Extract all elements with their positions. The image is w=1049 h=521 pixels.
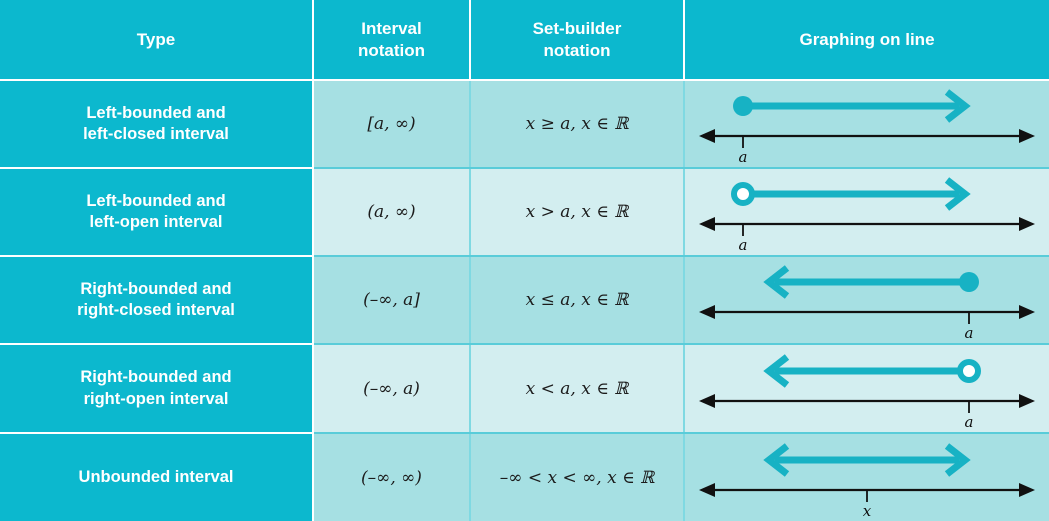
- row-type-label: Left-bounded and left-open interval: [0, 168, 314, 257]
- axis-tick-label: a: [739, 236, 748, 252]
- interval-ray-arrowhead-left-icon: [763, 353, 790, 388]
- axis-arrowhead-right-icon: [1019, 129, 1035, 143]
- row-set-builder-notation: x > a, x ∈ ℝ: [470, 168, 685, 257]
- header-interval-notation-line1: Interval: [361, 19, 422, 39]
- open-endpoint-circle-icon: [957, 358, 981, 383]
- header-graphing-on-line: Graphing on line: [684, 0, 1049, 81]
- row-type-line2: right-closed interval: [77, 301, 235, 319]
- table-body: Left-bounded and left-closed interval [a…: [0, 80, 1049, 521]
- axis-arrowhead-left-icon: [699, 217, 715, 231]
- row-set-builder-notation: –∞ < x < ∞, x ∈ ℝ: [470, 433, 685, 521]
- header-set-builder-notation: Set-builder notation: [470, 0, 685, 81]
- row-type-line1: Right-bounded and: [80, 368, 232, 387]
- number-line-open-ray-right-icon: a: [699, 177, 1035, 252]
- interval-ray-arrowhead-right-icon: [944, 177, 971, 211]
- table-row: Right-bounded and right-open interval (–…: [0, 344, 1049, 434]
- row-number-line-graph: x: [684, 433, 1049, 521]
- header-interval-notation: Interval notation: [313, 0, 471, 81]
- table-header: Type Interval notation Set-builder notat…: [0, 0, 1049, 81]
- axis-arrowhead-right-icon: [1019, 305, 1035, 319]
- row-type-line2: left-closed interval: [83, 125, 229, 143]
- closed-endpoint-dot-icon: [733, 96, 753, 116]
- table-row: Left-bounded and left-open interval (a, …: [0, 168, 1049, 257]
- axis-tick-label: x: [863, 502, 872, 518]
- row-set-builder-notation: x < a, x ∈ ℝ: [470, 344, 685, 434]
- axis-arrowhead-right-icon: [1019, 217, 1035, 231]
- number-line-double-arrow-icon: x: [699, 442, 1035, 518]
- row-type-label: Left-bounded and left-closed interval: [0, 80, 314, 169]
- interval-ray-arrowhead-left-icon: [763, 265, 790, 299]
- row-number-line-graph: a: [684, 168, 1049, 257]
- closed-endpoint-dot-icon: [959, 272, 979, 292]
- row-number-line-graph: a: [684, 256, 1049, 345]
- number-line-closed-ray-left-icon: a: [699, 265, 1035, 340]
- row-type-line2: left-open interval: [89, 213, 223, 231]
- number-line-open-ray-left-icon: a: [699, 353, 1035, 429]
- axis-tick-label: a: [965, 413, 974, 429]
- axis-arrowhead-left-icon: [699, 305, 715, 319]
- row-interval-notation: (–∞, ∞): [313, 433, 471, 521]
- table-row: Unbounded interval (–∞, ∞) –∞ < x < ∞, x…: [0, 433, 1049, 521]
- interval-ray-arrowhead-right-icon: [944, 442, 971, 477]
- table-row: Right-bounded and right-closed interval …: [0, 256, 1049, 345]
- axis-tick-label: a: [739, 148, 748, 164]
- axis-tick-label: a: [965, 324, 974, 340]
- header-set-builder-notation-line2: notation: [543, 40, 611, 60]
- interval-ray-arrowhead-left-icon: [763, 442, 790, 477]
- header-row: Type Interval notation Set-builder notat…: [0, 0, 1049, 81]
- interval-ray-arrowhead-right-icon: [944, 89, 971, 123]
- row-number-line-graph: a: [684, 80, 1049, 169]
- header-set-builder-notation-line1: Set-builder: [532, 19, 622, 39]
- row-type-label: Unbounded interval: [0, 433, 314, 521]
- row-type-line1: Left-bounded and: [86, 103, 226, 122]
- axis-arrowhead-left-icon: [699, 393, 715, 408]
- row-type-line1: Unbounded interval: [78, 467, 234, 486]
- row-number-line-graph: a: [684, 344, 1049, 434]
- row-type-line1: Left-bounded and: [86, 191, 226, 210]
- axis-arrowhead-left-icon: [699, 129, 715, 143]
- open-endpoint-circle-icon: [731, 182, 755, 206]
- row-interval-notation: (–∞, a): [313, 344, 471, 434]
- axis-arrowhead-left-icon: [699, 482, 715, 497]
- row-set-builder-notation: x ≤ a, x ∈ ℝ: [470, 256, 685, 345]
- row-interval-notation: [a, ∞): [313, 80, 471, 169]
- row-interval-notation: (a, ∞): [313, 168, 471, 257]
- row-type-line2: right-open interval: [83, 389, 229, 408]
- table-row: Left-bounded and left-closed interval [a…: [0, 80, 1049, 169]
- header-interval-notation-line2: notation: [357, 40, 426, 60]
- row-type-label: Right-bounded and right-open interval: [0, 344, 314, 434]
- axis-arrowhead-right-icon: [1019, 393, 1035, 408]
- row-type-label: Right-bounded and right-closed interval: [0, 256, 314, 345]
- number-line-closed-ray-right-icon: a: [699, 89, 1035, 164]
- axis-arrowhead-right-icon: [1019, 482, 1035, 497]
- row-type-line1: Right-bounded and: [80, 279, 232, 298]
- row-interval-notation: (–∞, a]: [313, 256, 471, 345]
- header-type: Type: [0, 0, 314, 81]
- row-set-builder-notation: x ≥ a, x ∈ ℝ: [470, 80, 685, 169]
